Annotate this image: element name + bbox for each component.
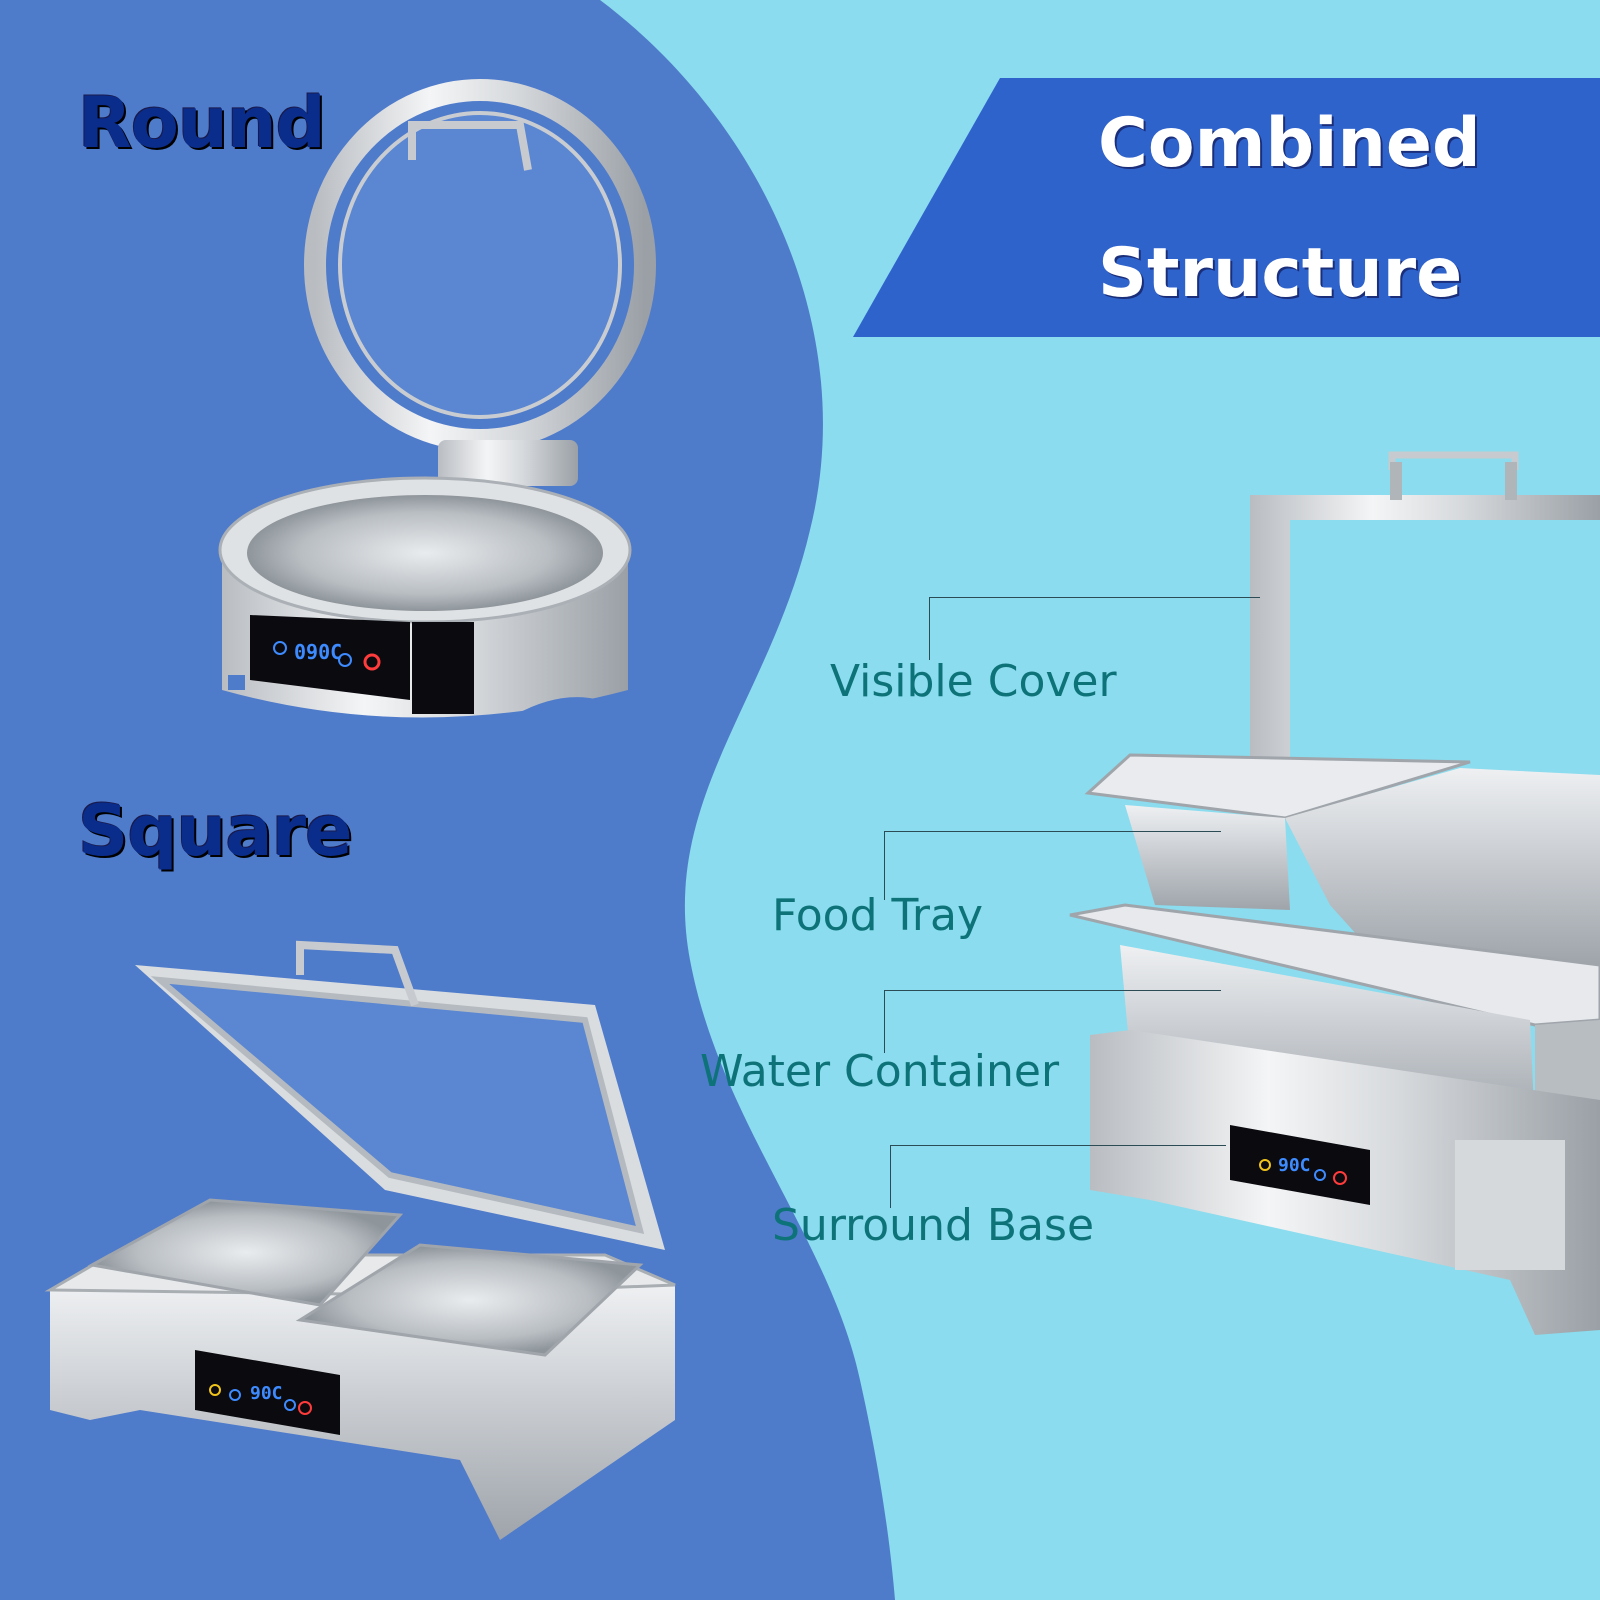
part-label-visible-cover: Visible Cover [830,656,1117,707]
leader-water-container [884,990,1221,1053]
part-label-food-tray: Food Tray [772,890,983,941]
square-heading: Square [78,790,353,872]
banner-shape [853,78,1600,337]
square-display-readout: 90C [250,1383,283,1404]
combined-structure-illustration [1069,451,1600,1335]
round-chafer-illustration [218,79,656,740]
leader-surround-base [890,1145,1226,1208]
combined-display-readout: 90C [1278,1155,1311,1176]
part-label-surround-base: Surround Base [772,1200,1095,1251]
banner-line-2: Structure [1098,234,1463,313]
leader-visible-cover [929,597,1260,660]
round-display-readout: 090C [294,640,343,664]
banner-line-1: Combined [1098,104,1481,183]
part-label-water-container: Water Container [700,1046,1060,1097]
leader-food-tray [884,831,1221,900]
square-chafer-illustration [44,940,676,1540]
round-heading: Round [78,82,326,164]
